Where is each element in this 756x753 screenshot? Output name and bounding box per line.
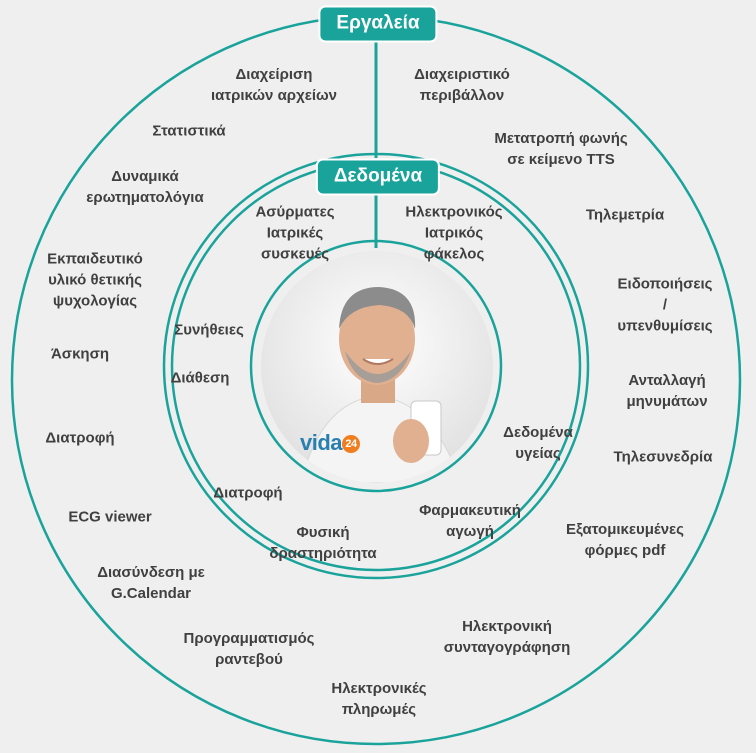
tool-tts: Μετατροπή φωνής σε κείμενο TTS [494, 130, 628, 168]
logo-word: vida [300, 430, 343, 455]
data-physical-activity: Φυσική δραστηριότητα [269, 524, 377, 562]
data-wireless-devices: Ασύρματες Ιατρικές συσκευές [255, 203, 335, 263]
data-health-data: Δεδομένα υγείας [503, 424, 573, 462]
tool-telemetry: Τηλεμετρία [585, 206, 665, 224]
tool-admin-env: Διαχειριστικό περιβάλλον [414, 66, 510, 104]
tool-dynamic-questionnaires: Δυναμικά ερωτηματολόγια [86, 168, 204, 206]
data-mood: Διάθεση [170, 369, 230, 387]
data-nutrition: Διατροφή [213, 484, 283, 502]
logo-number: 24 [342, 435, 361, 454]
tool-statistics: Στατιστικά [152, 122, 226, 140]
data-medication: Φαρμακευτική αγωγή [419, 502, 521, 540]
tool-ecg-viewer: ECG viewer [68, 508, 152, 526]
tool-positive-psychology: Εκπαιδευτικό υλικό θετικής ψυχολογίας [47, 250, 143, 310]
tool-e-payments: Ηλεκτρονικές πληρωμές [331, 680, 427, 718]
tool-notifications: Ειδοποιήσεις / υπενθυμίσεις [617, 275, 713, 335]
data-ehr: Ηλεκτρονικός Ιατρικός φάκελος [405, 203, 503, 263]
tool-teleconference: Τηλεσυνεδρία [613, 448, 713, 466]
data-title-badge: Δεδομένα [317, 160, 439, 194]
tool-nutrition: Διατροφή [45, 429, 115, 447]
tool-pdf-forms: Εξατομικευμένες φόρμες pdf [566, 521, 684, 559]
tool-appointments: Προγραμματισμός ραντεβού [183, 630, 315, 668]
tool-e-prescription: Ηλεκτρονική συνταγογράφηση [443, 618, 571, 656]
tool-messaging: Ανταλλαγή μηνυμάτων [626, 372, 708, 410]
tool-exercise: Άσκηση [50, 345, 110, 363]
tools-title-badge: Εργαλεία [320, 7, 436, 41]
tool-gcalendar: Διασύνδεση με G.Calendar [97, 564, 205, 602]
person-photo [261, 251, 493, 483]
data-habits: Συνήθειες [174, 321, 244, 339]
tool-medical-files: Διαχείριση ιατρικών αρχείων [210, 66, 338, 104]
